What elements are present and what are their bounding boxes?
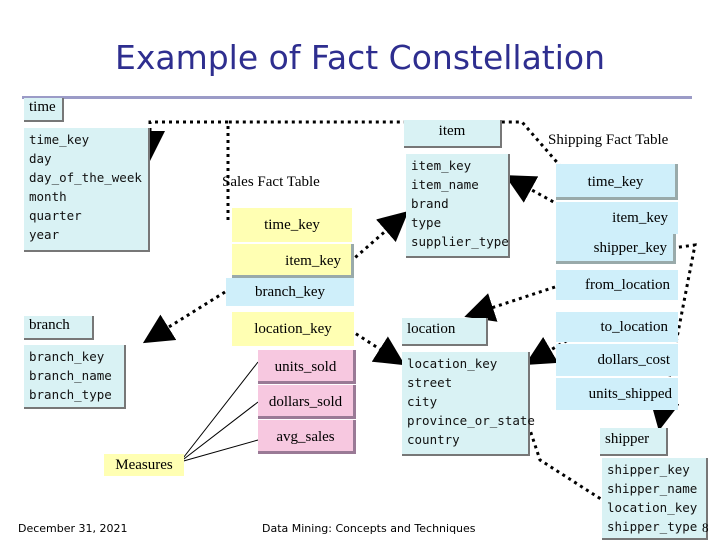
shipping-field-item-key: item_key bbox=[556, 202, 678, 234]
item-attr: brand bbox=[411, 196, 449, 211]
footer-course-title: Data Mining: Concepts and Techniques bbox=[262, 522, 476, 535]
location-attr: province_or_state bbox=[407, 413, 535, 428]
title-underline bbox=[22, 96, 692, 99]
time-attr: day_of_the_week bbox=[29, 170, 142, 185]
location-attr: location_key bbox=[407, 356, 498, 371]
location-attr: country bbox=[407, 432, 460, 447]
shipping-field-shipper-key: shipper_key bbox=[556, 234, 676, 264]
item-dimension-header: item bbox=[404, 120, 502, 148]
arrow-sales-item bbox=[349, 211, 409, 264]
arrow-shipper-location bbox=[528, 429, 619, 512]
shipping-field-to-location: to_location bbox=[556, 312, 678, 342]
footer-date: December 31, 2021 bbox=[18, 522, 128, 535]
sales-field-time-key: time_key bbox=[232, 208, 352, 242]
shipper-attr: shipper_key bbox=[607, 462, 690, 477]
location-attr: city bbox=[407, 394, 438, 409]
time-attr: time_key bbox=[29, 132, 90, 147]
sales-field-item-key: item_key bbox=[232, 244, 354, 278]
shipping-fact-title: Shipping Fact Table bbox=[548, 132, 669, 148]
arrow-from-location bbox=[464, 285, 556, 322]
page-title: Example of Fact Constellation bbox=[114, 38, 606, 77]
sales-field-branch-key: branch_key bbox=[226, 278, 354, 306]
arrow-sales-location bbox=[349, 328, 406, 366]
sales-field-avg-sales: avg_sales bbox=[258, 420, 356, 454]
shipper-attr: location_key bbox=[607, 500, 698, 515]
branch-attr: branch_type bbox=[29, 387, 112, 402]
item-attr: type bbox=[411, 215, 442, 230]
time-dimension-header: time bbox=[24, 98, 64, 122]
location-dimension-attributes: location_key street city province_or_sta… bbox=[402, 352, 535, 456]
item-dimension-attributes: item_key item_name brand type supplier_t… bbox=[406, 154, 510, 258]
arrow-shipper bbox=[649, 243, 697, 431]
shipping-field-time-key: time_key bbox=[556, 164, 678, 200]
shipping-field-dollars-cost: dollars_cost bbox=[556, 344, 678, 376]
shipper-attr: shipper_type bbox=[607, 519, 698, 534]
sales-field-location-key: location_key bbox=[232, 312, 354, 346]
arrow-sales-time bbox=[135, 120, 230, 220]
measures-line-1 bbox=[179, 361, 259, 463]
sales-field-dollars-sold: dollars_sold bbox=[258, 385, 356, 419]
item-attr: item_name bbox=[411, 177, 479, 192]
time-attr: quarter bbox=[29, 208, 82, 223]
sales-fact-title: Sales Fact Table bbox=[222, 174, 320, 190]
shipper-dimension-header: shipper bbox=[600, 428, 668, 456]
item-attr: item_key bbox=[411, 158, 472, 173]
page-number: 8 bbox=[702, 520, 709, 535]
branch-attr: branch_name bbox=[29, 368, 112, 383]
measures-line-3 bbox=[179, 439, 259, 463]
shipper-dimension-attributes: shipper_key shipper_name location_key sh… bbox=[602, 458, 708, 540]
shipping-field-units-shipped: units_shipped bbox=[556, 378, 678, 410]
item-attr: supplier_type bbox=[411, 234, 509, 249]
location-attr: street bbox=[407, 375, 453, 390]
time-attr: day bbox=[29, 151, 52, 166]
branch-attr: branch_key bbox=[29, 349, 105, 364]
shipping-field-from-location: from_location bbox=[556, 270, 678, 300]
arrow-sales-branch bbox=[142, 290, 226, 344]
time-dimension-attributes: time_key day day_of_the_week month quart… bbox=[24, 128, 150, 252]
location-dimension-header: location bbox=[402, 318, 488, 346]
measures-label: Measures bbox=[104, 454, 184, 476]
shipper-attr: shipper_name bbox=[607, 481, 698, 496]
time-attr: month bbox=[29, 189, 67, 204]
measures-line-2 bbox=[179, 401, 259, 463]
branch-dimension-header: branch bbox=[24, 316, 94, 340]
branch-dimension-attributes: branch_key branch_name branch_type bbox=[24, 345, 126, 409]
time-attr: year bbox=[29, 227, 60, 242]
sales-field-units-sold: units_sold bbox=[258, 350, 356, 384]
